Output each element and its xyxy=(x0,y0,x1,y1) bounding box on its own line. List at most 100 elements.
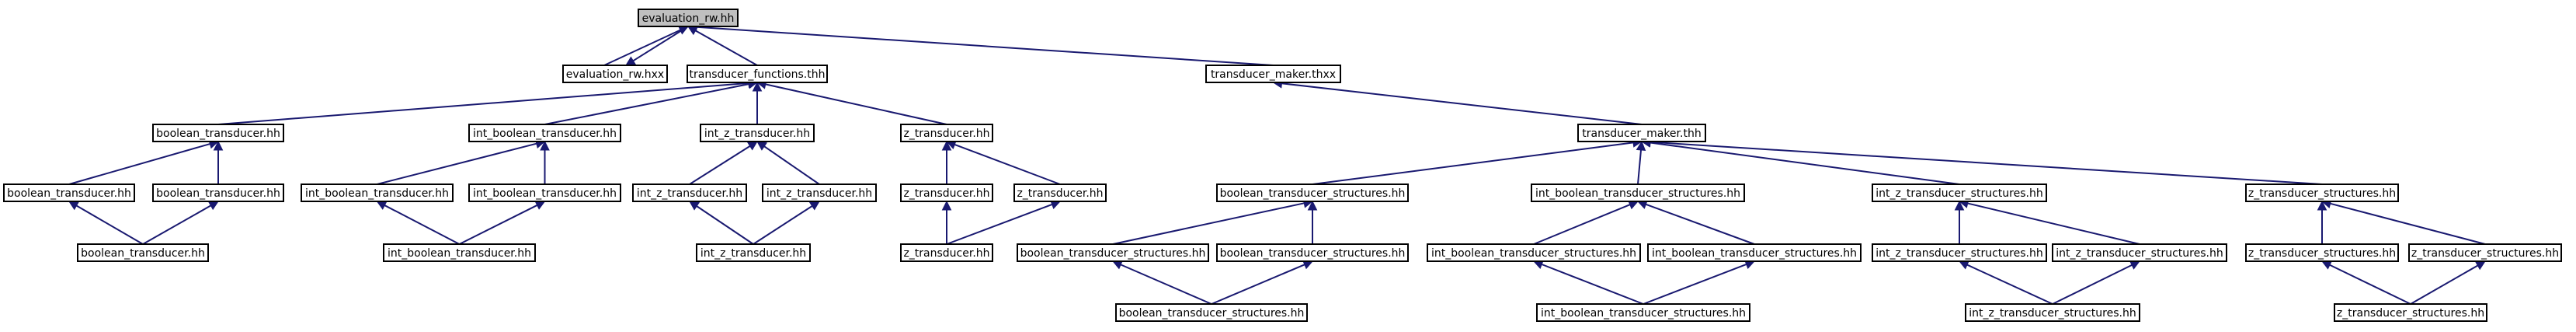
node-z-transducer-structures-hh-2b[interactable]: z_transducer_structures.hh xyxy=(2408,243,2562,262)
node-boolean-transducer-structures-hh-2a[interactable]: boolean_transducer_structures.hh xyxy=(1017,243,1209,262)
node-box[interactable] xyxy=(1577,124,1706,142)
node-box[interactable] xyxy=(2334,303,2487,322)
node-box[interactable] xyxy=(1216,183,1409,202)
node-box[interactable] xyxy=(152,124,284,142)
edge-line xyxy=(1650,141,2323,185)
node-box[interactable] xyxy=(1115,303,1308,322)
node-int-z-transducer-structures-hh-2a[interactable]: int_z_transducer_structures.hh xyxy=(1872,243,2047,262)
node-label: boolean_transducer.hh xyxy=(81,247,205,260)
node-box[interactable] xyxy=(1647,243,1862,262)
edge-int-boolean-transducer-structures-hh-2a-to-int-boolean-transducer-structures-hh-1 xyxy=(1533,200,1639,245)
node-box[interactable] xyxy=(700,124,815,142)
edge-z-transducer-hh-2b-to-z-transducer-hh-1 xyxy=(945,140,1061,185)
node-boolean-transducer-hh-3[interactable]: boolean_transducer.hh xyxy=(77,243,209,262)
node-box[interactable] xyxy=(762,183,877,202)
node-int-boolean-transducer-structures-hh-2a[interactable]: int_boolean_transducer_structures.hh xyxy=(1427,243,1641,262)
node-box[interactable] xyxy=(383,243,536,262)
edge-line xyxy=(632,26,689,62)
node-z-transducer-hh-2b[interactable]: z_transducer.hh xyxy=(1013,183,1107,202)
node-label: z_transducer.hh xyxy=(1017,187,1103,200)
node-box[interactable] xyxy=(900,124,993,142)
node-box[interactable] xyxy=(77,243,209,262)
node-z-transducer-hh-2a[interactable]: z_transducer.hh xyxy=(900,183,993,202)
edge-line xyxy=(1281,82,1643,125)
node-int-boolean-transducer-hh-1[interactable]: int_boolean_transducer.hh xyxy=(468,124,621,142)
arrowhead xyxy=(756,141,768,151)
node-box[interactable] xyxy=(1536,303,1750,322)
node-box[interactable] xyxy=(2408,243,2562,262)
node-box[interactable] xyxy=(1427,243,1641,262)
edge-line xyxy=(68,143,210,185)
node-int-boolean-transducer-hh-3[interactable]: int_boolean_transducer.hh xyxy=(383,243,536,262)
node-int-z-transducer-hh-2b[interactable]: int_z_transducer.hh xyxy=(762,183,877,202)
edge-line xyxy=(946,203,1053,245)
edge-int-boolean-transducer-structures-hh-3-to-int-boolean-transducer-structures-hh-2b xyxy=(1643,260,1756,305)
node-boolean-transducer-hh-2a[interactable]: boolean_transducer.hh xyxy=(3,183,135,202)
node-box[interactable] xyxy=(1872,243,2047,262)
node-int-boolean-transducer-hh-2b[interactable]: int_boolean_transducer.hh xyxy=(468,183,621,202)
node-int-z-transducer-structures-hh-2b[interactable]: int_z_transducer_structures.hh xyxy=(2052,243,2227,262)
node-int-z-transducer-hh-1[interactable]: int_z_transducer.hh xyxy=(700,124,815,142)
node-boolean-transducer-structures-hh-1[interactable]: boolean_transducer_structures.hh xyxy=(1216,183,1409,202)
node-box[interactable] xyxy=(2245,183,2399,202)
node-box[interactable] xyxy=(2245,243,2399,262)
node-box[interactable] xyxy=(1017,243,1209,262)
node-int-z-transducer-structures-hh-3[interactable]: int_z_transducer_structures.hh xyxy=(1965,303,2140,322)
node-int-boolean-transducer-structures-hh-1[interactable]: int_boolean_transducer_structures.hh xyxy=(1531,183,1745,202)
node-int-z-transducer-structures-hh-1[interactable]: int_z_transducer_structures.hh xyxy=(1872,183,2047,202)
node-int-z-transducer-hh-3[interactable]: int_z_transducer.hh xyxy=(696,243,811,262)
node-int-boolean-transducer-structures-hh-3[interactable]: int_boolean_transducer_structures.hh xyxy=(1536,303,1750,322)
edge-int-boolean-transducer-structures-hh-3-to-int-boolean-transducer-structures-hh-2a xyxy=(1532,260,1644,305)
node-int-boolean-transducer-structures-hh-2b[interactable]: int_boolean_transducer_structures.hh xyxy=(1647,243,1862,262)
node-int-boolean-transducer-hh-2a[interactable]: int_boolean_transducer.hh xyxy=(301,183,454,202)
node-evaluation-rw-hxx[interactable]: evaluation_rw.hxx xyxy=(562,65,668,83)
edge-int-z-transducer-structures-hh-3-to-int-z-transducer-structures-hh-2b xyxy=(2052,260,2141,305)
edge-boolean-transducer-structures-hh-1-to-transducer-maker-thh xyxy=(1312,138,1643,185)
edge-line xyxy=(377,142,537,185)
node-box[interactable] xyxy=(2052,243,2227,262)
node-z-transducer-structures-hh-1[interactable]: z_transducer_structures.hh xyxy=(2245,183,2399,202)
arrowhead xyxy=(1958,260,1970,270)
node-box[interactable] xyxy=(301,183,454,202)
node-label: int_boolean_transducer_structures.hh xyxy=(1541,307,1746,320)
node-box[interactable] xyxy=(1965,303,2140,322)
node-transducer-maker-thh[interactable]: transducer_maker.thh xyxy=(1577,124,1706,142)
edge-boolean-transducer-structures-hh-3-to-boolean-transducer-structures-hh-2a xyxy=(1111,260,1212,305)
node-box[interactable] xyxy=(1872,183,2047,202)
node-boolean-transducer-hh-1[interactable]: boolean_transducer.hh xyxy=(152,124,284,142)
node-box[interactable] xyxy=(1531,183,1745,202)
node-int-z-transducer-hh-2a[interactable]: int_z_transducer.hh xyxy=(632,183,747,202)
node-box[interactable] xyxy=(3,183,135,202)
node-z-transducer-structures-hh-3[interactable]: z_transducer_structures.hh xyxy=(2334,303,2487,322)
node-box[interactable] xyxy=(900,183,993,202)
node-box[interactable] xyxy=(468,183,621,202)
node-z-transducer-structures-hh-2a[interactable]: z_transducer_structures.hh xyxy=(2245,243,2399,262)
node-z-transducer-hh-1[interactable]: z_transducer.hh xyxy=(900,124,993,142)
node-boolean-transducer-structures-hh-2b[interactable]: boolean_transducer_structures.hh xyxy=(1216,243,1409,262)
edge-z-transducer-hh-2a-to-z-transducer-hh-1 xyxy=(941,140,952,184)
node-boolean-transducer-structures-hh-3[interactable]: boolean_transducer_structures.hh xyxy=(1115,303,1308,322)
node-box[interactable] xyxy=(562,65,668,83)
node-box[interactable] xyxy=(900,243,993,262)
edge-int-boolean-transducer-structures-hh-2b-to-int-boolean-transducer-structures-hh-1 xyxy=(1636,200,1755,245)
edge-int-z-transducer-structures-hh-1-to-transducer-maker-thh xyxy=(1640,138,1960,185)
node-evaluation-rw-hh[interactable]: evaluation_rw.hh xyxy=(638,9,739,27)
node-transducer-functions-thh[interactable]: transducer_functions.thh xyxy=(687,65,828,83)
edge-line xyxy=(1966,264,2053,305)
node-box[interactable] xyxy=(1216,243,1409,262)
node-box[interactable] xyxy=(1205,65,1341,83)
node-label: int_boolean_transducer_structures.hh xyxy=(1535,187,1740,200)
node-box[interactable] xyxy=(468,124,621,142)
node-box[interactable] xyxy=(632,183,747,202)
node-transducer-maker-thxx[interactable]: transducer_maker.thxx xyxy=(1205,65,1341,83)
node-box[interactable] xyxy=(1013,183,1107,202)
node-boolean-transducer-hh-2b[interactable]: boolean_transducer.hh xyxy=(152,183,284,202)
node-box[interactable] xyxy=(152,183,284,202)
node-box[interactable] xyxy=(638,9,739,27)
node-z-transducer-hh-3[interactable]: z_transducer.hh xyxy=(900,243,993,262)
edge-transducer-maker-thh-to-transducer-maker-thxx xyxy=(1272,79,1643,125)
node-box[interactable] xyxy=(696,243,811,262)
edge-transducer-functions-thh-to-evaluation-rw-hh xyxy=(687,26,758,66)
edge-line xyxy=(459,204,538,245)
node-box[interactable] xyxy=(687,65,828,83)
